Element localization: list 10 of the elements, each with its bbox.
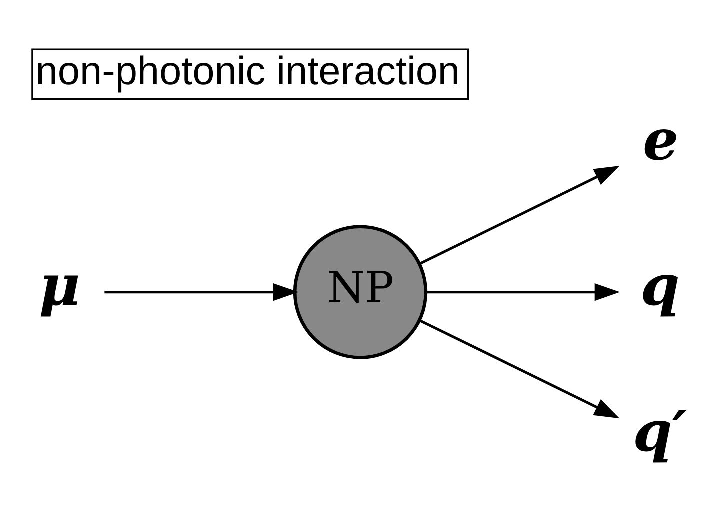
- arrow: [420, 320, 620, 419]
- node-circle: NP: [293, 225, 428, 360]
- node-text: μ: [39, 253, 80, 320]
- diagram-title: non-photonic interaction: [36, 50, 460, 94]
- node-text: q′: [633, 398, 688, 465]
- arrow: [104, 283, 299, 302]
- node-text: q: [640, 253, 680, 320]
- arrow: [420, 166, 620, 266]
- arrow: [426, 283, 620, 302]
- node-text: e: [642, 107, 679, 174]
